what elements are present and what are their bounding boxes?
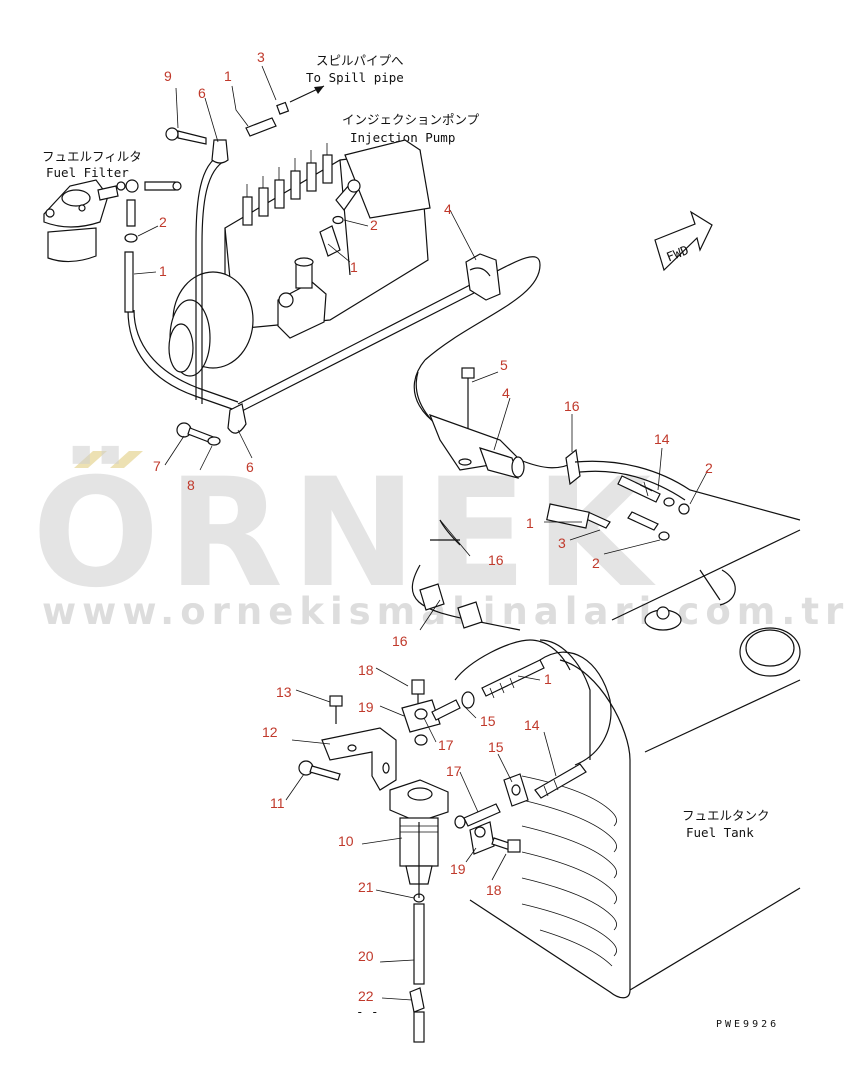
- callout-9: 9: [164, 68, 172, 84]
- spill-arrow-head: [314, 86, 324, 94]
- note-pump-en: Injection Pump: [350, 130, 455, 145]
- callout-18-b: 18: [486, 882, 502, 898]
- callout-17-a: 17: [438, 737, 454, 753]
- callout-4-b: 4: [502, 385, 510, 401]
- watermark: ÖRNEK www.ornekismakinalari.com.tr: [32, 445, 845, 633]
- callout-2-d: 2: [592, 555, 600, 571]
- callout-6-b: 6: [246, 459, 254, 475]
- callout-10: 10: [338, 833, 354, 849]
- leader-lines: [133, 65, 709, 1001]
- callout-3-a: 3: [257, 49, 265, 65]
- callout-2-a: 2: [159, 214, 167, 230]
- callout-14-b: 14: [524, 717, 540, 733]
- note-pump-jp: インジェクションポンプ: [342, 112, 480, 127]
- callout-21: 21: [358, 879, 374, 895]
- fwd-label: FWD: [664, 242, 691, 264]
- callout-16-b: 16: [488, 552, 504, 568]
- note-spill-jp: スピルパイプへ: [316, 53, 404, 68]
- dash-mark: - -: [356, 1004, 379, 1019]
- callout-2-c: 2: [705, 460, 713, 476]
- callout-15-b: 15: [488, 739, 504, 755]
- callout-19-b: 19: [450, 861, 466, 877]
- callout-11: 11: [270, 795, 285, 811]
- callout-2-b: 2: [370, 217, 378, 233]
- callout-14-a: 14: [654, 431, 670, 447]
- watermark-accent-left: [74, 451, 107, 468]
- callout-16-c: 16: [392, 633, 408, 649]
- callout-18-a: 18: [358, 662, 374, 678]
- note-filter-jp: フュエルフィルタ: [42, 149, 142, 164]
- drawing-code: PWE9926: [716, 1019, 779, 1030]
- clamps-upper: [116, 127, 501, 446]
- watermark-brand: ÖRNEK: [32, 445, 659, 621]
- note-spill-en: To Spill pipe: [306, 70, 404, 85]
- callout-5: 5: [500, 357, 508, 373]
- callout-6-a: 6: [198, 85, 206, 101]
- callout-20: 20: [358, 948, 374, 964]
- pipes-upper: [124, 101, 576, 469]
- note-tank-jp: フュエルタンク: [682, 808, 770, 823]
- callout-4-a: 4: [444, 201, 452, 217]
- callout-1-e: 1: [544, 671, 552, 687]
- callout-3-b: 3: [558, 535, 566, 551]
- callout-17-b: 17: [446, 763, 462, 779]
- callout-8: 8: [187, 477, 195, 493]
- watermark-accent-right: [110, 451, 143, 468]
- note-filter-en: Fuel Filter: [46, 165, 129, 180]
- callout-7: 7: [153, 458, 161, 474]
- mid-section: [411, 367, 801, 677]
- callout-12: 12: [262, 724, 278, 740]
- callouts: 9 1 3 6 2 1 4 2 1 5 4 16 14 2 7 8 6 1 3 …: [153, 49, 713, 1004]
- fuel-tank: [469, 529, 801, 999]
- callout-1-d: 1: [526, 515, 534, 531]
- lower-assembly: [298, 639, 612, 1043]
- callout-22: 22: [358, 988, 374, 1004]
- callout-13: 13: [276, 684, 292, 700]
- callout-15-a: 15: [480, 713, 496, 729]
- fwd-arrow: FWD: [654, 210, 713, 272]
- fuel-filter-top: [43, 179, 119, 263]
- watermark-url: www.ornekismakinalari.com.tr: [42, 590, 845, 633]
- injection-pump: [168, 139, 431, 377]
- note-tank-en: Fuel Tank: [686, 825, 754, 840]
- callout-16-a: 16: [564, 398, 580, 414]
- callout-1-a: 1: [224, 68, 232, 84]
- callout-1-c: 1: [350, 259, 358, 275]
- callout-1-b: 1: [159, 263, 167, 279]
- callout-19-a: 19: [358, 699, 374, 715]
